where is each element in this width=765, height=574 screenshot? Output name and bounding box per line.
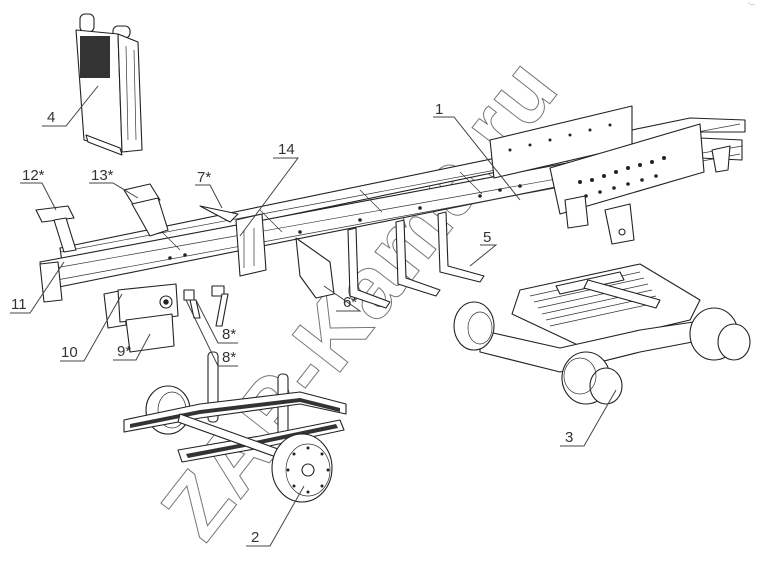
- callout-12: 12*: [20, 167, 57, 211]
- callout-10: 10: [60, 293, 123, 362]
- cab-mount-bracket-12: [35, 205, 77, 253]
- callout-11: 11: [10, 261, 65, 314]
- callout-label-7: 7*: [197, 169, 211, 186]
- corner-mark: ᐟ—: [747, 2, 755, 8]
- callout-label-4: 4: [47, 109, 55, 126]
- callout-label-8b: 8*: [222, 349, 236, 366]
- callout-label-5: 5: [483, 229, 491, 246]
- callout-label-6: 6*: [343, 294, 357, 311]
- callout-7: 7*: [195, 169, 223, 209]
- rear-bogie-part: [453, 263, 751, 405]
- callout-label-9: 9*: [117, 343, 131, 360]
- callout-label-3: 3: [565, 429, 573, 446]
- frame-holes: [168, 123, 666, 260]
- callout-13: 13*: [89, 167, 139, 199]
- callout-label-12: 12*: [22, 167, 45, 184]
- bracket-8: [183, 285, 229, 327]
- bracket-7: [199, 205, 239, 223]
- frame-part: [39, 105, 746, 291]
- callout-5: 5: [469, 229, 498, 267]
- callout-label-14: 14: [278, 141, 295, 158]
- callout-6: 6*: [323, 285, 362, 312]
- callout-8a: 8*: [195, 299, 238, 344]
- callout-label-8a: 8*: [222, 326, 236, 343]
- callout-label-10: 10: [61, 344, 78, 361]
- callout-label-13: 13*: [91, 167, 114, 184]
- callout-label-2: 2: [251, 529, 259, 546]
- callout-8b: 8*: [185, 299, 238, 367]
- radiator-part: [75, 13, 143, 156]
- callout-3: 3: [560, 389, 617, 447]
- callout-label-11: 11: [11, 296, 27, 313]
- front-axle-part: [123, 351, 347, 503]
- cab-mount-bracket-13: [123, 183, 169, 237]
- callout-2: 2: [246, 485, 305, 547]
- callout-9: 9*: [113, 333, 151, 361]
- callouts: 1 2 3 4 5 6* 7*: [10, 85, 617, 547]
- callout-label-1: 1: [435, 101, 443, 118]
- callout-1: 1: [433, 101, 521, 201]
- callout-14: 14: [239, 141, 299, 237]
- callout-4: 4: [42, 85, 99, 127]
- bracket-14: [235, 213, 267, 277]
- front-brackets: [39, 261, 179, 353]
- rear-hangers: [295, 211, 485, 309]
